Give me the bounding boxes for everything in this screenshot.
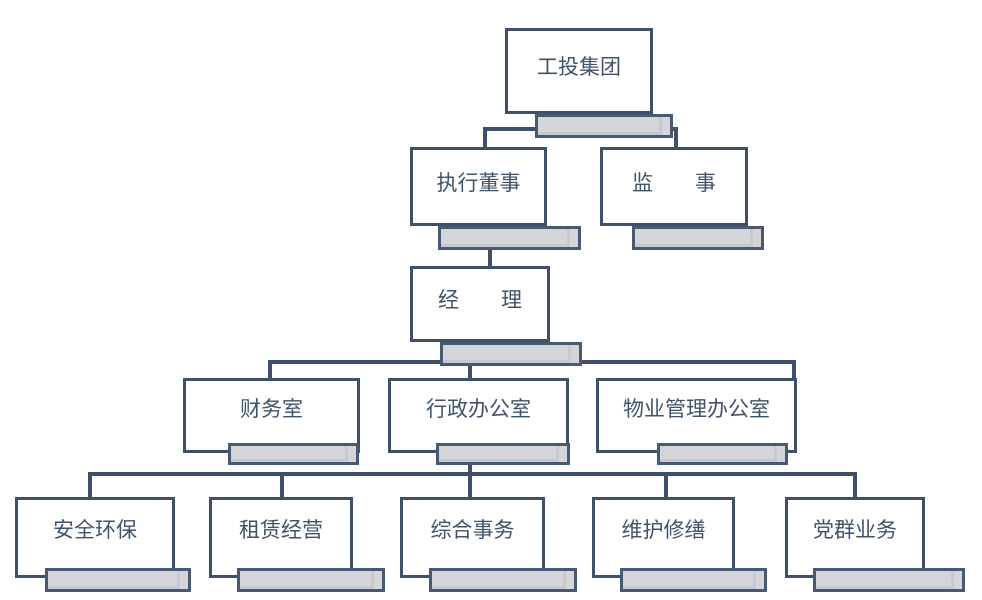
node-admin-office-box <box>388 378 569 453</box>
node-finance-office-box <box>183 378 360 453</box>
node-property-mgmt-office-bar <box>657 443 788 465</box>
node-leasing-ops-bar-inner <box>240 571 374 589</box>
connector-leasing-ops-up <box>280 472 284 498</box>
connector-maintenance-up <box>664 472 668 498</box>
node-manager-box <box>410 266 550 342</box>
node-supervisor-box <box>600 147 748 226</box>
node-safety-env-bar <box>45 568 191 592</box>
connector-admin-office-up <box>468 360 472 380</box>
node-leasing-ops-bar <box>237 568 385 592</box>
node-safety-env-label: 安全环保 <box>53 517 137 542</box>
node-finance-office-bar <box>228 443 359 465</box>
node-leasing-ops[interactable]: 租赁经营 <box>209 497 385 592</box>
node-manager[interactable]: 经 理 <box>410 266 582 366</box>
node-property-mgmt-office-bar-inner <box>660 446 777 462</box>
node-group-label: 工投集团 <box>537 54 621 79</box>
node-supervisor[interactable]: 监 事 <box>600 147 765 250</box>
node-maintenance-repair[interactable]: 维护修缮 <box>592 497 767 592</box>
node-party-mass-affairs[interactable]: 党群业务 <box>785 497 965 592</box>
node-supervisor-bar-inner <box>635 229 753 247</box>
node-group[interactable]: 工投集团 <box>505 28 683 138</box>
node-manager-bar-inner <box>443 345 571 363</box>
node-supervisor-bar <box>632 226 764 250</box>
node-maintenance-repair-label: 维护修缮 <box>621 517 706 542</box>
node-finance-office-bar-inner <box>231 446 348 462</box>
node-general-affairs[interactable]: 综合事务 <box>400 497 577 592</box>
node-party-mass-affairs-bar-inner <box>816 571 954 589</box>
node-property-mgmt-office[interactable]: 物业管理办公室 <box>596 378 806 465</box>
node-exec-director-box <box>410 147 547 226</box>
node-property-mgmt-office-label: 物业管理办公室 <box>623 396 770 421</box>
connector-property-office-up <box>792 360 796 380</box>
node-group-bar <box>535 114 673 138</box>
node-exec-director-bar <box>438 226 581 250</box>
node-admin-office-bar <box>436 443 570 465</box>
connector-general-affairs-up <box>468 472 472 498</box>
node-exec-director-label: 执行董事 <box>436 170 521 195</box>
node-exec-director-bar-inner <box>441 229 570 247</box>
connector-exec-director-up <box>483 127 487 149</box>
node-maintenance-repair-bar <box>620 568 767 592</box>
node-safety-env-bar-inner <box>48 571 180 589</box>
node-supervisor-label: 监 事 <box>632 170 716 195</box>
connector-party-affairs-up <box>853 472 857 498</box>
node-maintenance-repair-bar-inner <box>623 571 756 589</box>
node-safety-env[interactable]: 安全环保 <box>15 497 191 592</box>
node-admin-office-label: 行政办公室 <box>426 396 531 421</box>
node-finance-office[interactable]: 财务室 <box>183 378 363 465</box>
node-admin-office-bar-inner <box>439 446 559 462</box>
node-group-bar-inner <box>538 117 662 135</box>
node-general-affairs-bar-inner <box>432 571 566 589</box>
connector-finance-office-up <box>268 360 272 380</box>
node-exec-director[interactable]: 执行董事 <box>410 147 581 250</box>
node-group-box <box>505 28 653 114</box>
node-general-affairs-label: 综合事务 <box>430 517 515 542</box>
node-party-mass-affairs-label: 党群业务 <box>813 517 897 542</box>
node-general-affairs-bar <box>429 568 577 592</box>
node-manager-label: 经 理 <box>438 288 522 312</box>
node-leasing-ops-label: 租赁经营 <box>239 517 323 542</box>
node-manager-bar <box>440 342 582 366</box>
connector-supervisor-up <box>674 127 678 149</box>
connector-level5-bus <box>88 472 857 476</box>
connector-safety-env-up <box>88 472 92 498</box>
node-finance-office-label: 财务室 <box>240 396 303 421</box>
node-party-mass-affairs-bar <box>813 568 965 592</box>
node-admin-office[interactable]: 行政办公室 <box>388 378 573 465</box>
